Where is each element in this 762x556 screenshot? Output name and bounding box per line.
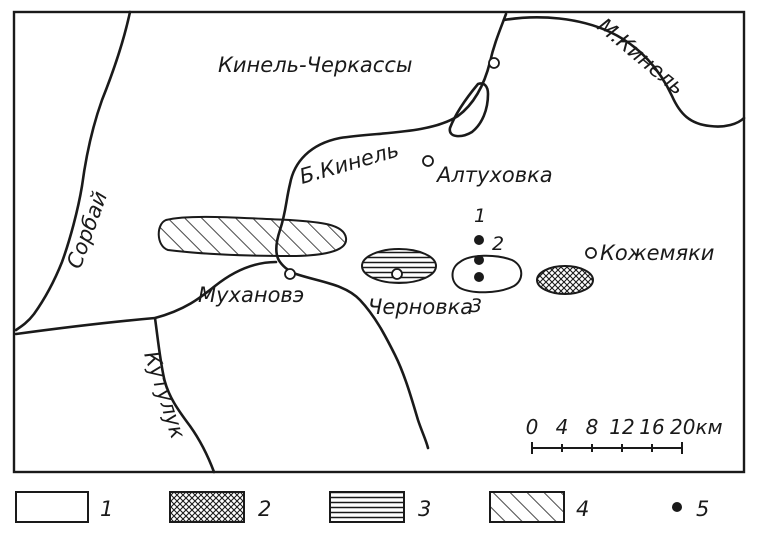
river-kutuluk [153,316,216,474]
river-tributary-left [14,260,278,336]
well-contour-outline [451,254,523,294]
scale-tick-0: 0 [526,415,539,439]
legend-swatch-crosshatch [169,491,245,523]
label-kinel-cherkassy: Кинель-Черкассы [218,53,412,77]
town-kinel-cherkassy-marker [488,57,500,69]
legend-swatch-dot [672,502,682,512]
label-chernovka: Черновка [368,295,473,319]
scale-tick-8: 8 [586,415,599,439]
scale-tick-20-with-unit: 20км [670,415,723,439]
legend-swatch-diagonal [489,491,565,523]
legend-swatch-blank [15,491,89,523]
crosshatched-area [536,265,594,295]
well-number-3: 3 [470,295,482,317]
town-mukhanovo-marker [284,268,296,280]
well-dot-1 [474,235,484,245]
legend-label-3: 3 [418,497,431,521]
map-frame [12,10,746,474]
well-dot-3 [474,272,484,282]
legend-swatch-horizontal [329,491,405,523]
legend-label-5: 5 [696,497,709,521]
well-number-1: 1 [474,205,486,227]
river-sorbai [14,10,132,332]
scale-unit: км [695,415,722,439]
horizontal-hatched-area [361,248,437,284]
scale-tick-4: 4 [556,415,569,439]
river-b-kinel-oxbow [448,82,490,138]
scale-tick-16: 16 [639,415,664,439]
town-altukhovka-marker [422,155,434,167]
legend-label-1: 1 [100,497,113,521]
label-kutuluk: Кутулук [139,348,190,442]
scale-tick-12: 12 [609,415,634,439]
label-sorbai: Сорбай [62,188,112,272]
diagonal-hatched-area [157,215,348,258]
scale-tick-20: 20 [670,415,695,439]
legend-label-2: 2 [258,497,271,521]
label-kozhemyaki: Кожемяки [600,241,714,265]
scale-bar: 0 4 8 12 16 20км [526,415,723,454]
label-altukhovka: Алтуховка [435,163,553,187]
well-number-2: 2 [492,233,504,255]
label-mukhanovo: Мухановэ [198,283,304,307]
well-dot-2 [474,255,484,265]
label-b-kinel: Б.Кинель [297,138,402,189]
legend-label-4: 4 [576,497,589,521]
legend: 1 2 3 4 5 [15,491,709,523]
town-chernovka-marker [391,268,403,280]
town-kozhemyaki-marker [585,247,597,259]
label-m-kinel: М.Кинель [593,13,689,99]
river-m-kinel [502,16,746,128]
